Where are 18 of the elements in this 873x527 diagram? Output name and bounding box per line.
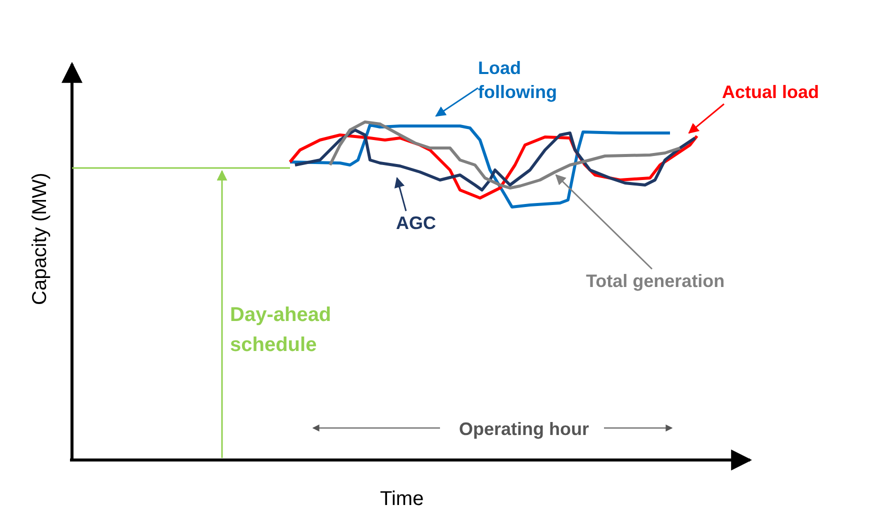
leader-arrow: [688, 103, 724, 134]
curve-label: AGC: [396, 211, 440, 235]
leader-arrow: [394, 176, 407, 212]
axis-title: Time: [380, 487, 425, 511]
schedule-label: Day-ahead schedule: [230, 303, 332, 358]
schedule-line: [72, 167, 290, 169]
agc-curve: [294, 128, 696, 192]
leader-arrow: [555, 174, 653, 270]
curve-label: Load following: [478, 56, 578, 104]
load-following-curve: [290, 124, 670, 208]
leader-arrow: [435, 87, 478, 117]
curve-label: Actual load: [722, 80, 832, 104]
axis-title: Capacity (MW): [28, 172, 52, 305]
curve-label: Total generation: [586, 269, 746, 293]
actual-load-curve: [288, 134, 698, 200]
leader-arrow: [216, 170, 228, 458]
total-generation-curve: [328, 120, 680, 190]
dimension-label: Operating hour: [458, 418, 590, 441]
